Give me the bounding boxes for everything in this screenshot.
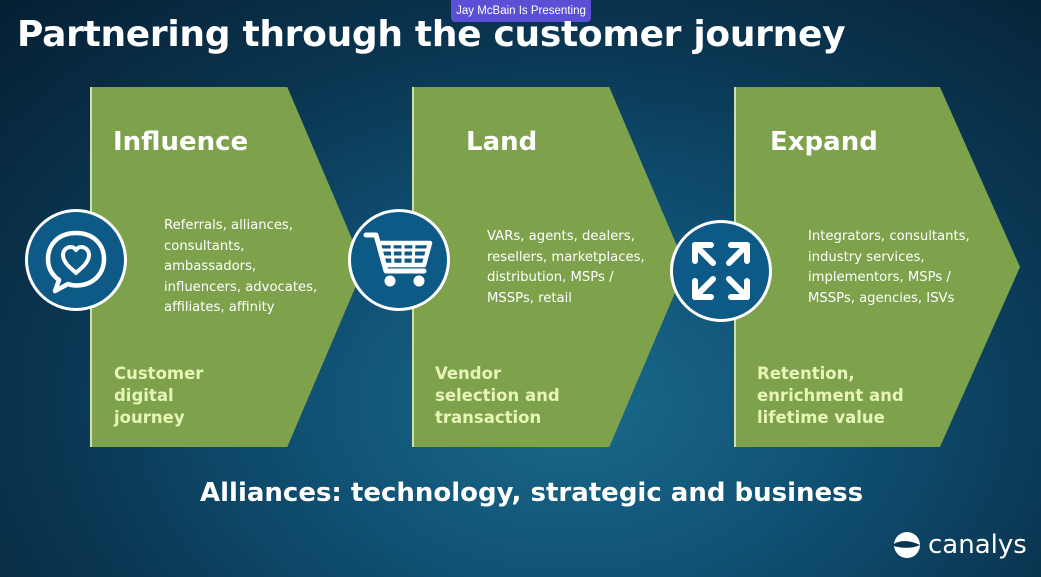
stage-channels: Integrators, consultants, industry servi… [808,229,970,306]
stage-land: Land VARs, agents, dealers, resellers, m… [412,87,686,447]
stage-channels: Referrals, alliances, consultants, ambas… [164,218,318,315]
alliances-footer: Alliances: technology, strategic and bus… [200,478,864,508]
expand-arrows-icon [692,242,750,300]
canalys-logo: canalys [892,530,1027,560]
stage-outcome: Retention, enrichment and lifetime value [757,364,904,427]
stage-heading: Influence [113,127,249,157]
logo-wordmark: canalys [928,530,1027,560]
stage-heading: Land [466,127,538,157]
stage-channels: VARs, agents, dealers, resellers, market… [487,229,645,306]
heart-chat-icon [45,230,107,294]
influence-badge [25,209,127,311]
expand-badge [670,220,772,322]
land-badge [348,209,450,311]
presenter-banner: Jay McBain Is Presenting [451,0,591,22]
stage-outcome: Customer digital journey [114,364,204,427]
shopping-cart-icon [363,232,433,287]
stage-influence: Influence Referrals, alliances, consulta… [90,87,364,447]
stage-outcome: Vendor selection and transaction [435,364,560,427]
stage-expand: Expand Integrators, consultants, industr… [734,87,1020,447]
stage-heading: Expand [770,127,878,157]
canalys-logo-icon [894,532,920,558]
slide-title: Partnering through the customer journey [17,14,846,55]
